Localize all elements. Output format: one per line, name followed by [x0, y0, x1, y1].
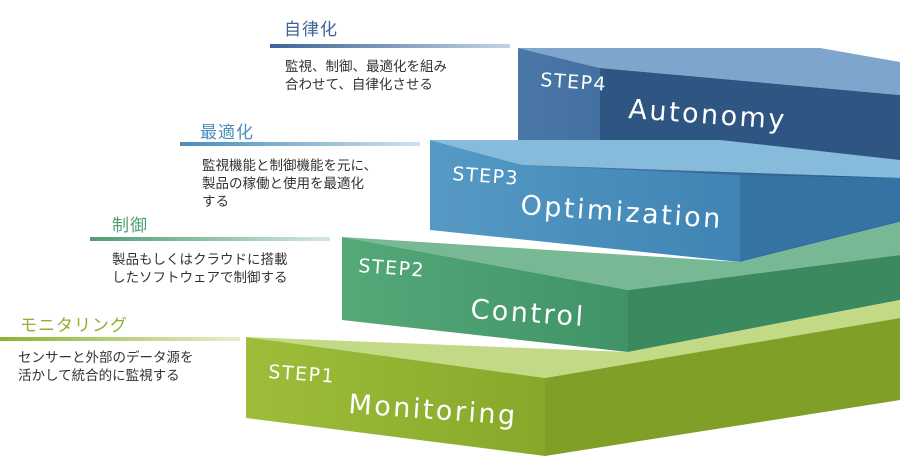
- step2-description: 製品もしくはクラウドに搭載 したソフトウェアで制御する: [112, 251, 288, 287]
- step3-block: [430, 140, 900, 262]
- step1-title: モニタリング: [20, 316, 128, 336]
- step1-block: [246, 300, 900, 456]
- step3-number: STEP3: [452, 163, 520, 190]
- step3-desc-line2: 製品の稼働と使用を最適化: [202, 176, 364, 192]
- step3-title: 最適化: [200, 123, 254, 143]
- step4-side-face: [600, 68, 900, 178]
- step4-desc-line1: 監視、制御、最適化を組み: [285, 59, 447, 75]
- step4-number: STEP4: [540, 69, 608, 96]
- step2-top-face: [342, 222, 900, 290]
- step2-block: [342, 222, 900, 352]
- step3-desc-line3: する: [202, 194, 229, 210]
- step3-side-face: [740, 175, 900, 262]
- step3-desc-line1: 監視機能と制御機能を元に、: [202, 158, 378, 174]
- step2-underline: [90, 237, 330, 241]
- step2-desc-line2: したソフトウェアで制御する: [112, 270, 288, 286]
- step1-side-face: [545, 318, 900, 456]
- step1-desc-line1: センサーと外部のデータ源を: [18, 350, 194, 366]
- step4-underline: [270, 44, 510, 48]
- step2-title: 制御: [112, 216, 148, 236]
- step4-description: 監視、制御、最適化を組み 合わせて、自律化させる: [285, 58, 447, 94]
- step1-description: センサーと外部のデータ源を 活かして統合的に監視する: [18, 349, 194, 385]
- step1-underline: [0, 337, 240, 341]
- step2-desc-line1: 製品もしくはクラウドに搭載: [112, 252, 288, 268]
- step4-top-face: [518, 48, 900, 95]
- step4-desc-line2: 合わせて、自律化させる: [285, 77, 433, 93]
- step3-underline: [180, 142, 420, 146]
- step1-top-face: [246, 300, 900, 378]
- step3-description: 監視機能と制御機能を元に、 製品の稼働と使用を最適化 する: [202, 157, 377, 211]
- step1-number: STEP1: [268, 361, 336, 388]
- step3-front-face: [430, 140, 740, 262]
- step2-front-face: [342, 237, 628, 352]
- step4-title: 自律化: [284, 20, 338, 40]
- step1-front-face: [246, 337, 545, 456]
- step2-number: STEP2: [358, 255, 426, 282]
- step3-top-face: [430, 140, 900, 178]
- step1-desc-line2: 活かして統合的に監視する: [18, 368, 180, 384]
- step2-side-face: [628, 255, 900, 352]
